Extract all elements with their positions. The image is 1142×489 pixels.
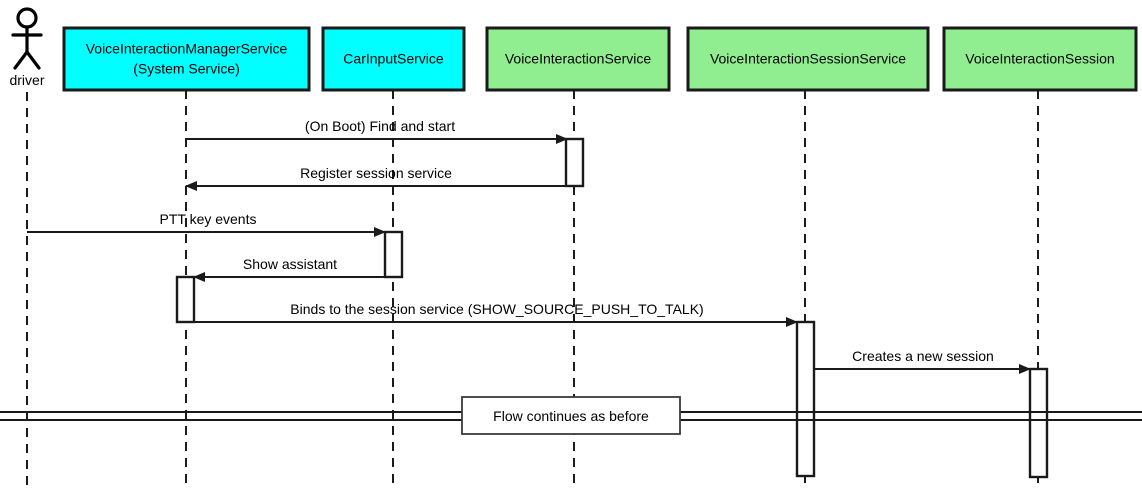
participant-box-voice-interaction-session-service[interactable] xyxy=(686,26,930,92)
participant-box-car-input-service[interactable] xyxy=(321,26,466,92)
participant-box-vims[interactable] xyxy=(62,26,311,92)
message-label-register-session-service: Register session service xyxy=(300,165,452,181)
participant-vims[interactable]: VoiceInteractionManagerService (System Se… xyxy=(62,26,311,92)
activation-car-input-service xyxy=(383,230,404,279)
actor-head-icon xyxy=(16,7,38,29)
message-label-creates-a-new-session: Creates a new session xyxy=(852,348,994,364)
activation-session-service xyxy=(795,320,816,478)
divider-label: Flow continues as before xyxy=(493,408,649,424)
participant-sublabel-vims: (System Service) xyxy=(133,61,240,77)
activation-session xyxy=(1028,367,1049,479)
divider-layer: Flow continues as before xyxy=(0,396,1142,435)
message-on-boot-find-and-start: (On Boot) Find and start xyxy=(186,118,568,144)
message-label-on-boot-find-and-start: (On Boot) Find and start xyxy=(305,118,455,134)
activation-voice-interaction-service xyxy=(564,137,585,188)
message-label-binds-to-session-service: Binds to the session service (SHOW_SOURC… xyxy=(290,301,703,317)
participant-label-voice-interaction-session-service: VoiceInteractionSessionService xyxy=(710,51,906,67)
message-ptt-key-events: PTT key events xyxy=(27,211,386,237)
participants-layer: VoiceInteractionManagerService (System Se… xyxy=(62,26,1138,92)
participant-car-input-service[interactable]: CarInputService xyxy=(321,26,466,92)
actor-driver: driver xyxy=(9,7,45,88)
participant-box-voice-interaction-service[interactable] xyxy=(485,26,671,92)
message-register-session-service: Register session service xyxy=(185,165,567,191)
activation-vims xyxy=(175,275,196,324)
divider-box xyxy=(461,396,681,435)
participant-box-voice-interaction-session[interactable] xyxy=(942,26,1138,92)
actor-leg-right-icon xyxy=(25,50,41,70)
participant-label-voice-interaction-session: VoiceInteractionSession xyxy=(965,51,1114,67)
message-binds-to-session-service: Binds to the session service (SHOW_SOURC… xyxy=(178,301,798,327)
message-creates-a-new-session: Creates a new session xyxy=(814,348,1031,374)
message-show-assistant: Show assistant xyxy=(193,256,385,282)
participant-label-car-input-service: CarInputService xyxy=(343,51,444,67)
message-label-show-assistant: Show assistant xyxy=(243,256,337,272)
actor-leg-left-icon xyxy=(13,50,29,70)
participant-label-voice-interaction-service: VoiceInteractionService xyxy=(505,51,652,67)
participant-label-vims: VoiceInteractionManagerService xyxy=(86,41,288,57)
message-label-ptt-key-events: PTT key events xyxy=(159,211,256,227)
participant-voice-interaction-session[interactable]: VoiceInteractionSession xyxy=(942,26,1138,92)
activations-layer xyxy=(175,137,1049,479)
actor-label-driver: driver xyxy=(9,72,44,88)
participant-voice-interaction-session-service[interactable]: VoiceInteractionSessionService xyxy=(686,26,930,92)
participant-voice-interaction-service[interactable]: VoiceInteractionService xyxy=(485,26,671,92)
